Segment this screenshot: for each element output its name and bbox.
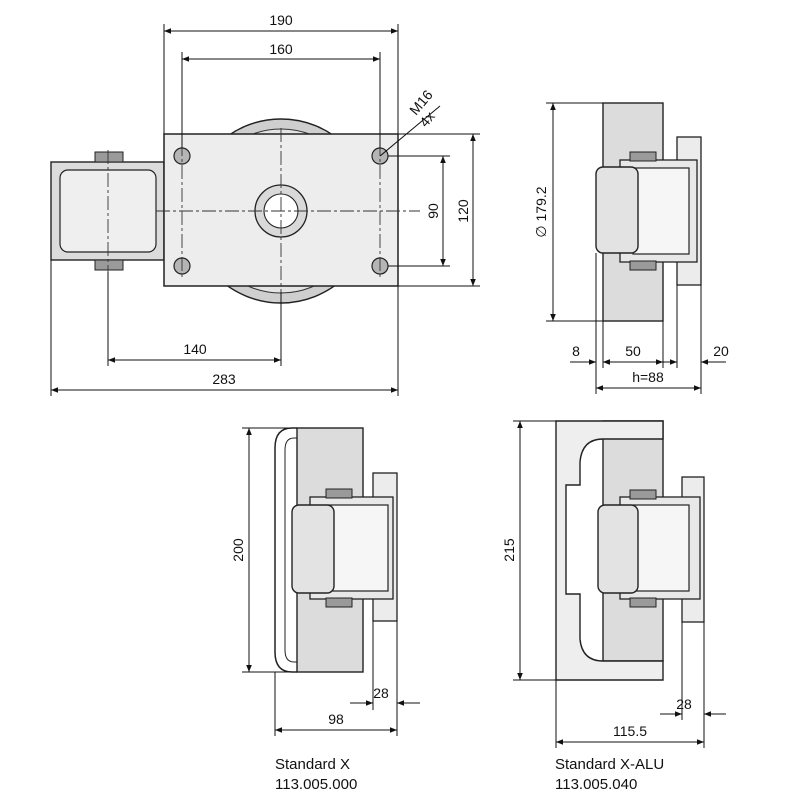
dim-x-28: 28	[373, 685, 389, 701]
standard-x-view	[274, 427, 398, 673]
variant-alu-code: 113.005.040	[555, 776, 637, 793]
dim-215: 215	[501, 538, 517, 562]
variant-x-code: 113.005.000	[275, 776, 357, 793]
side-roller	[632, 167, 690, 255]
dim-120: 120	[455, 199, 471, 223]
roller-top-cap	[94, 151, 124, 163]
alu-roller	[632, 504, 690, 592]
alu-bracket	[597, 504, 639, 594]
x-guard	[274, 427, 297, 673]
top-view	[50, 118, 420, 304]
side-view-dimensions: ∅ 179.2 8 50 20 h=88	[533, 102, 729, 394]
side-cap-bottom	[629, 260, 657, 271]
alu-cap-bottom	[629, 597, 657, 608]
dim-140: 140	[183, 341, 207, 357]
dim-20: 20	[713, 343, 729, 359]
top-view-dimensions: 190 160 M16 4x 90 120 140 283	[50, 12, 480, 396]
dim-98: 98	[328, 711, 344, 727]
standard-x-dimensions: 200 28 98	[230, 427, 420, 736]
dim-160: 160	[269, 41, 293, 57]
standard-x-alu-dimensions: 215 28 115.5	[501, 420, 726, 748]
dim-115-5: 115.5	[613, 723, 647, 739]
variant-alu-name: Standard X-ALU	[555, 756, 664, 773]
dim-283: 283	[212, 371, 236, 387]
x-bracket	[291, 504, 335, 594]
roller-bottom-cap	[94, 259, 124, 271]
dim-alu-28: 28	[676, 696, 692, 712]
dim-50: 50	[625, 343, 641, 359]
side-bracket	[595, 166, 639, 254]
variant-x-name: Standard X	[275, 756, 350, 773]
dim-90: 90	[425, 203, 441, 219]
dim-8: 8	[572, 343, 580, 359]
dim-h88: h=88	[632, 369, 664, 385]
dim-200: 200	[230, 538, 246, 562]
x-cap-bottom	[325, 597, 353, 608]
side-view	[595, 102, 702, 322]
x-roller	[327, 504, 389, 592]
dim-diameter: ∅ 179.2	[533, 186, 549, 237]
dim-190: 190	[269, 12, 293, 28]
side-cap-top	[629, 151, 657, 162]
standard-x-alu-view	[555, 420, 705, 681]
alu-guard	[555, 420, 664, 681]
alu-cap-top	[629, 489, 657, 500]
x-cap-top	[325, 488, 353, 499]
